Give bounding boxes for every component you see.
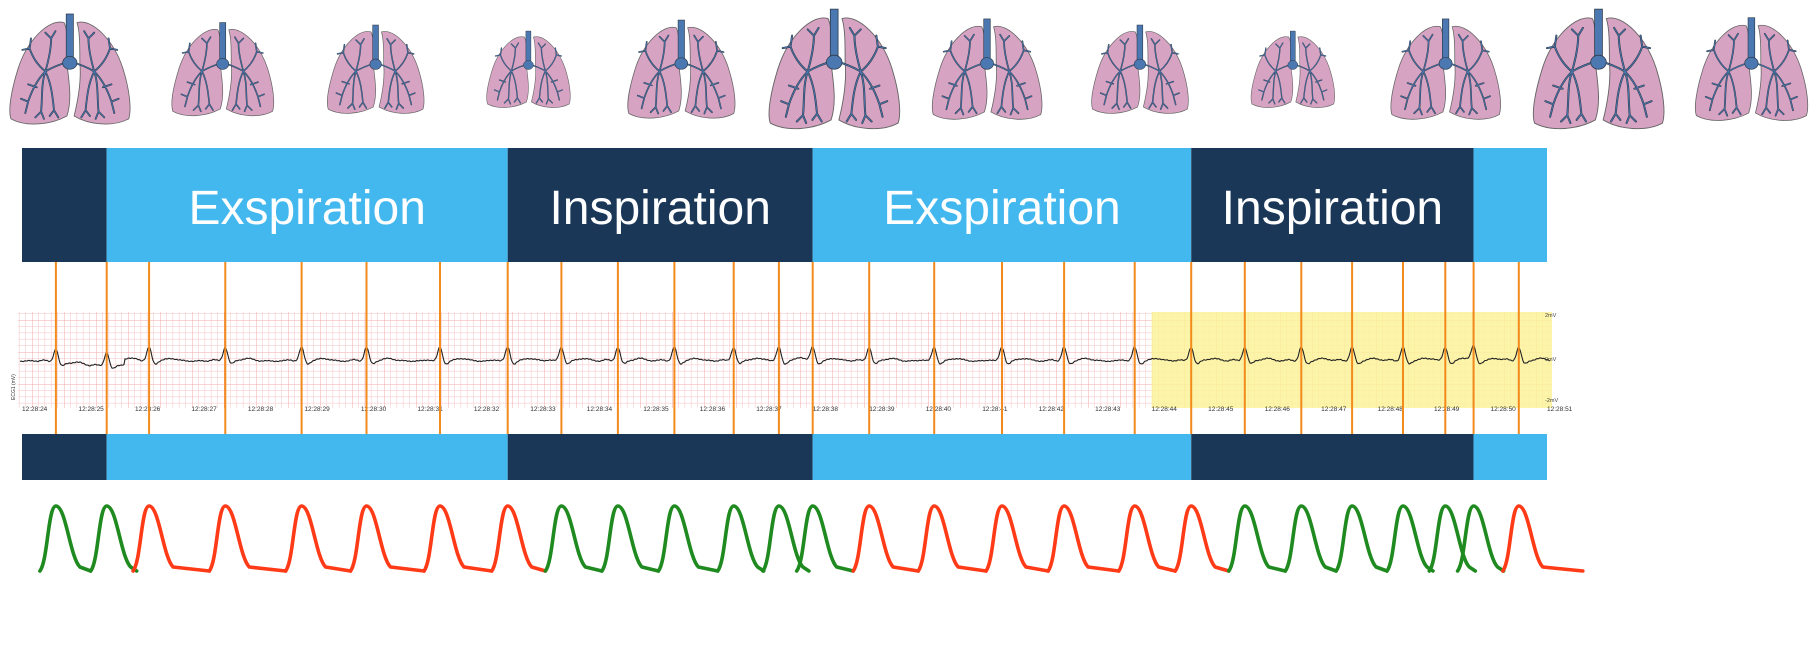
ecg-time-label: 12:28:27: [191, 406, 217, 413]
pulse-beat-inspiration: [88, 504, 139, 573]
pulse-beat-expiration: [984, 504, 1050, 573]
ecg-time-label: 12:28:39: [869, 406, 895, 413]
ecg-time-label: 12:28:31: [417, 406, 443, 413]
ecg-time-label: 12:28:28: [248, 406, 274, 413]
ecg-time-label: 12:28:44: [1152, 406, 1178, 413]
phase-block-inspiration: [1191, 148, 1474, 262]
pulse-beat-expiration: [207, 504, 288, 573]
lungs-row: [8, 8, 1809, 130]
phase-strip-inspiration: [1191, 434, 1474, 480]
pulse-beat-inspiration: [1227, 504, 1288, 573]
phase-label: Exspiration: [883, 182, 1120, 235]
phase-band-top: Exspiration Inspiration Exspiration Inspira…: [22, 148, 1547, 262]
ecg-time-label: 12:28:37: [756, 406, 782, 413]
ecg-time-label: 12:28:49: [1434, 406, 1460, 413]
pulse-beat-expiration: [1116, 504, 1177, 573]
pulse-beat-inspiration: [761, 504, 811, 573]
pulse-beat-expiration: [916, 504, 988, 573]
phase-block-expiration: [812, 148, 1192, 262]
ecg-right-axis: 2mV 0mV -2mV: [1545, 313, 1558, 404]
lung-4: [486, 30, 571, 109]
lung-10: [1390, 18, 1502, 121]
phase-band-bottom: [22, 434, 1547, 480]
lung-12: [1694, 16, 1809, 122]
pulse-beat-expiration: [422, 504, 494, 573]
pulse-beat-expiration: [131, 504, 212, 573]
ecg-time-label: 12:28:42: [1039, 406, 1065, 413]
lung-11: [1532, 8, 1665, 130]
lung-6: [768, 8, 901, 130]
pulse-beat-inspiration: [715, 504, 766, 573]
ecg-time-label: 12:28:33: [530, 406, 556, 413]
phase-strip-expiration: [106, 434, 508, 480]
pulse-beat-expiration: [283, 504, 353, 573]
pulse-beat-inspiration: [543, 504, 604, 573]
ecg-time-label: 12:28:25: [79, 406, 105, 413]
ecg-time-label: 12:28:45: [1208, 406, 1234, 413]
ecg-time-label: 12:28:46: [1265, 406, 1291, 413]
ecg-time-label: 12:28:43: [1095, 406, 1121, 413]
ecg-time-label: 12:28:50: [1491, 406, 1517, 413]
ecg-right-axis-label: 0mV: [1545, 357, 1557, 363]
pulse-beat-inspiration: [656, 504, 720, 573]
pulse-beat-expiration: [348, 504, 426, 573]
lung-7: [931, 18, 1043, 121]
ecg-time-label: 12:28:29: [304, 406, 330, 413]
ecg-time-label: 12:28:24: [22, 406, 48, 413]
pulse-beat-inspiration: [1334, 504, 1389, 573]
ecg-time-label: 12:28:41: [982, 406, 1008, 413]
r-peak-markers: [54, 262, 1520, 434]
ecg-strip: 12:28:24 12:28:25 12:28:26 12:28:27 12:28:28…: [11, 312, 1573, 413]
phase-label: Exspiration: [188, 182, 425, 235]
ecg-left-axis-label: ECG1 (mV): [11, 374, 17, 400]
ecg-right-axis-label: 2mV: [1545, 313, 1557, 319]
pulse-beat-expiration: [1501, 504, 1585, 573]
lung-5: [627, 19, 736, 119]
pulse-beat-expiration: [1046, 504, 1121, 573]
ecg-time-label: 12:28:47: [1321, 406, 1347, 413]
lung-9: [1250, 30, 1336, 109]
pulse-beat-inspiration: [38, 504, 93, 573]
ecg-right-axis-label: -2mV: [1545, 398, 1558, 404]
phase-block-expiration: [1473, 148, 1547, 262]
ecg-time-axis: 12:28:24 12:28:25 12:28:26 12:28:27 12:28:28…: [22, 406, 1573, 413]
phase-strip-inspiration: [22, 434, 107, 480]
phase-strip-inspiration: [507, 434, 813, 480]
phase-label: Inspiration: [549, 182, 770, 235]
pulse-beat-inspiration: [1455, 504, 1506, 573]
ecg-time-label: 12:28:30: [361, 406, 387, 413]
pulse-beat-expiration: [489, 504, 548, 573]
phase-strip-expiration: [812, 434, 1192, 480]
ecg-time-label: 12:28:48: [1378, 406, 1404, 413]
lung-1: [8, 13, 131, 125]
lung-8: [1090, 24, 1190, 115]
pulse-beat-inspiration: [1283, 504, 1338, 573]
phase-block-inspiration: [507, 148, 813, 262]
ecg-time-label: 12:28:34: [587, 406, 613, 413]
pulse-beat-inspiration: [600, 504, 661, 573]
ecg-time-label: 12:28:40: [926, 406, 952, 413]
phase-strip-expiration: [1473, 434, 1547, 480]
pulse-beat-inspiration: [1385, 504, 1435, 573]
ecg-time-label: 12:28:32: [474, 406, 500, 413]
pulse-beat-expiration: [851, 504, 920, 573]
ecg-time-label: 12:28:36: [700, 406, 726, 413]
ecg-time-label: 12:28:26: [135, 406, 161, 413]
lung-3: [326, 24, 425, 115]
pulse-beat-inspiration: [794, 504, 855, 573]
ecg-trace: [19, 344, 1551, 369]
phase-block-inspiration: [22, 148, 107, 262]
ecg-time-label: 12:28:35: [643, 406, 669, 413]
ecg-time-label: 12:28:38: [813, 406, 839, 413]
pulse-waveform: [38, 504, 1585, 573]
phase-label: Inspiration: [1222, 182, 1443, 235]
pulse-beat-expiration: [1173, 504, 1231, 573]
lung-2: [171, 21, 275, 117]
phase-block-expiration: [106, 148, 508, 262]
ecg-time-label: 12:28:51: [1547, 406, 1573, 413]
